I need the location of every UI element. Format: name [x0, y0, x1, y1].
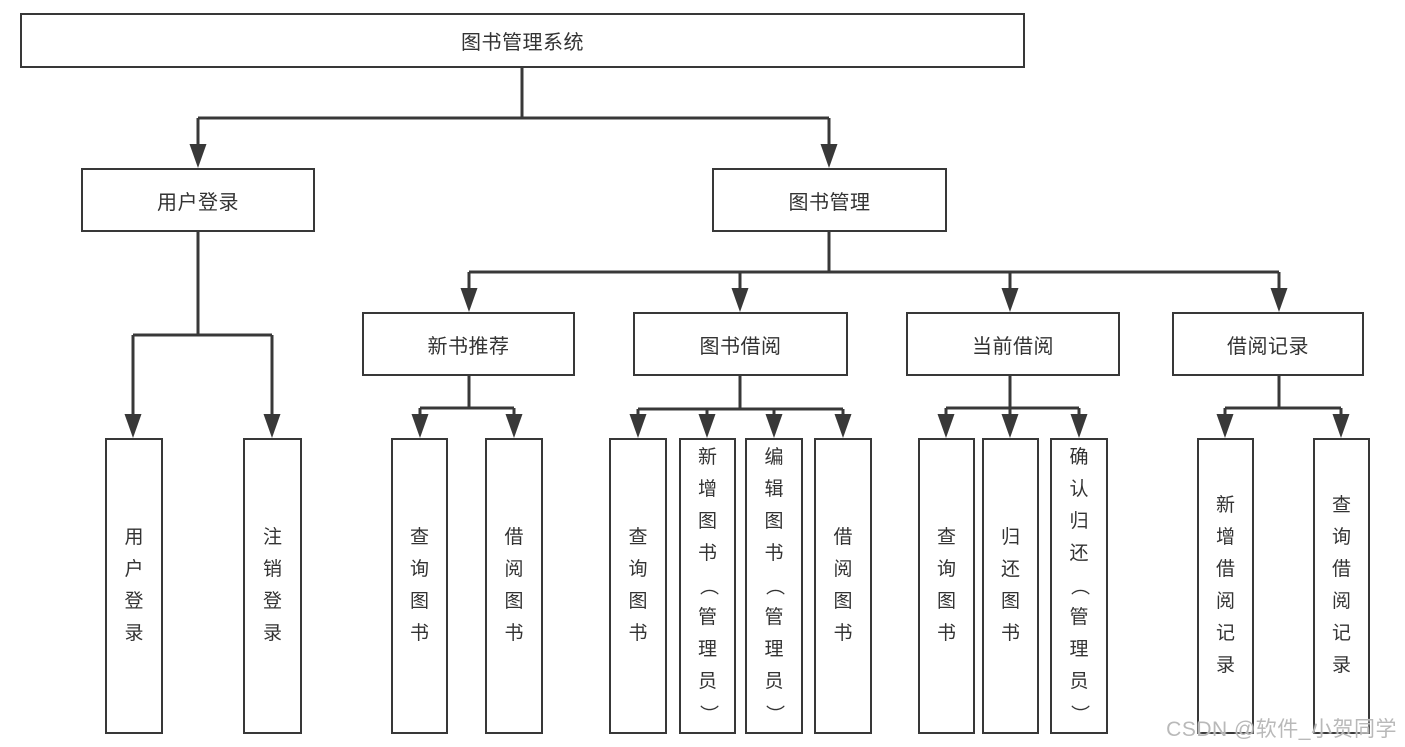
leaf-borrow-books: 借阅图书 — [485, 438, 543, 734]
node-user-login: 用户登录 — [81, 168, 315, 232]
node-label: 新书推荐 — [427, 335, 510, 358]
leaf-query-books: 查询图书 — [918, 438, 975, 734]
arrowhead-icon — [765, 414, 783, 438]
arrowhead-icon — [460, 288, 478, 312]
node-borrowing-records: 借阅记录 — [1172, 312, 1364, 376]
arrowhead-icon — [411, 414, 429, 438]
node-label: 查询图书 — [628, 527, 648, 644]
node-label: 新增图书（管理员） — [697, 447, 719, 724]
node-label: 图书管理系统 — [461, 32, 584, 54]
arrowhead-icon — [1332, 414, 1350, 438]
leaf-borrow-books: 借阅图书 — [814, 438, 872, 734]
leaf-logout: 注销登录 — [243, 438, 302, 734]
arrowhead-icon — [263, 414, 281, 438]
arrowhead-icon — [1001, 288, 1019, 312]
connector-lines — [131, 68, 1343, 418]
leaf-query-books: 查询图书 — [609, 438, 667, 734]
leaf-query-borrow-record: 查询借阅记录 — [1313, 438, 1370, 734]
arrowhead-icon — [505, 414, 523, 438]
leaf-query-books: 查询图书 — [391, 438, 448, 734]
leaf-user-login: 用户登录 — [105, 438, 163, 734]
arrowhead-icon — [1216, 414, 1234, 438]
node-new-book-recommend: 新书推荐 — [362, 312, 575, 376]
arrowhead-icon — [937, 414, 955, 438]
node-label: 注销登录 — [262, 527, 282, 644]
leaf-return-books: 归还图书 — [982, 438, 1039, 734]
node-label: 图书借阅 — [699, 335, 782, 358]
node-label: 查询借阅记录 — [1331, 495, 1351, 676]
node-current-borrowing: 当前借阅 — [906, 312, 1120, 376]
leaf-edit-books-admin: 编辑图书（管理员） — [745, 438, 803, 734]
arrowhead-icon — [189, 144, 207, 168]
arrowhead-icon — [820, 144, 838, 168]
node-label: 用户登录 — [157, 191, 239, 214]
arrowhead-icon — [834, 414, 852, 438]
arrowhead-icon — [124, 414, 142, 438]
arrowhead-icon — [629, 414, 647, 438]
node-label: 确认归还（管理员） — [1068, 447, 1090, 724]
node-label: 归还图书 — [1000, 527, 1020, 644]
arrowhead-icon — [1270, 288, 1288, 312]
node-label: 图书管理 — [788, 191, 871, 214]
leaf-confirm-return-admin: 确认归还（管理员） — [1050, 438, 1108, 734]
node-book-borrowing: 图书借阅 — [633, 312, 848, 376]
node-label: 当前借阅 — [972, 335, 1054, 358]
node-label: 查询图书 — [936, 527, 956, 644]
node-label: 借阅图书 — [504, 527, 524, 644]
leaf-add-books-admin: 新增图书（管理员） — [679, 438, 736, 734]
arrowhead-icon — [1001, 414, 1019, 438]
node-label: 新增借阅记录 — [1215, 495, 1235, 676]
node-label: 用户登录 — [124, 527, 144, 644]
node-root: 图书管理系统 — [20, 13, 1025, 68]
node-label: 查询图书 — [409, 527, 429, 644]
arrowhead-icon — [698, 414, 716, 438]
leaf-add-borrow-record: 新增借阅记录 — [1197, 438, 1254, 734]
node-label: 编辑图书（管理员） — [763, 447, 785, 724]
arrowhead-icon — [731, 288, 749, 312]
node-label: 借阅图书 — [833, 527, 853, 644]
node-label: 借阅记录 — [1227, 335, 1309, 358]
node-book-management: 图书管理 — [712, 168, 947, 232]
arrowhead-icon — [1070, 414, 1088, 438]
watermark: CSDN @软件_小贺同学 — [1166, 718, 1397, 741]
